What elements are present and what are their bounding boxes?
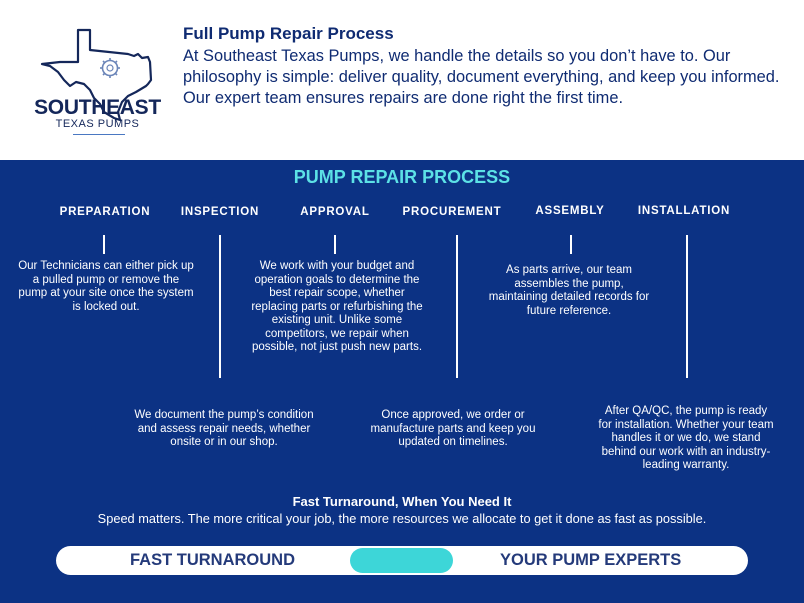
panel-title: PUMP REPAIR PROCESS [293,167,511,187]
connector-line [686,235,688,378]
step-installation-desc: After QA/QC, the pump is ready for insta… [598,405,774,471]
step-inspection-desc: We document the pump’s condition and ass… [134,409,314,448]
connector-line [103,235,105,254]
step-procurement-desc: Once approved, we order or manufacture p… [370,409,536,448]
turnaround-body: Speed matters. The more critical your jo… [97,511,707,526]
step-assembly-label: ASSEMBLY [535,205,605,217]
header-section: SOUTHEAST TEXAS PUMPS Full Pump Repair P… [0,0,804,160]
step-assembly-desc: As parts arrive, our team assembles the … [488,264,650,317]
logo-name: SOUTHEAST [34,96,161,119]
process-panel: PUMP REPAIR PROCESS PREPARATION INSPECTI… [0,160,804,603]
step-procurement-label: PROCUREMENT [402,206,502,218]
tagline-bar: FAST TURNAROUND YOUR PUMP EXPERTS [56,546,748,575]
bar-left-text: FAST TURNAROUND [130,551,295,569]
connector-line [334,235,336,254]
texas-logo-icon [40,28,153,122]
connector-line [570,235,572,254]
logo-underline [73,134,125,135]
bar-right-text: YOUR PUMP EXPERTS [500,551,682,569]
step-approval-label: APPROVAL [300,206,370,218]
intro-title: Full Pump Repair Process [183,24,394,43]
logo-subtitle: TEXAS PUMPS [55,118,140,130]
step-preparation-desc: Our Technicians can either pick up a pul… [18,260,194,313]
connector-line [456,235,458,378]
intro-body: At Southeast Texas Pumps, we handle the … [183,47,780,107]
step-installation-label: INSTALLATION [637,205,731,217]
step-preparation-label: PREPARATION [59,206,151,218]
bar-pill-accent [350,548,453,573]
turnaround-title: Fast Turnaround, When You Need It [292,494,512,509]
step-inspection-label: INSPECTION [180,206,260,218]
step-approval-desc: We work with your budget and operation g… [251,260,423,353]
connector-line [219,235,221,378]
